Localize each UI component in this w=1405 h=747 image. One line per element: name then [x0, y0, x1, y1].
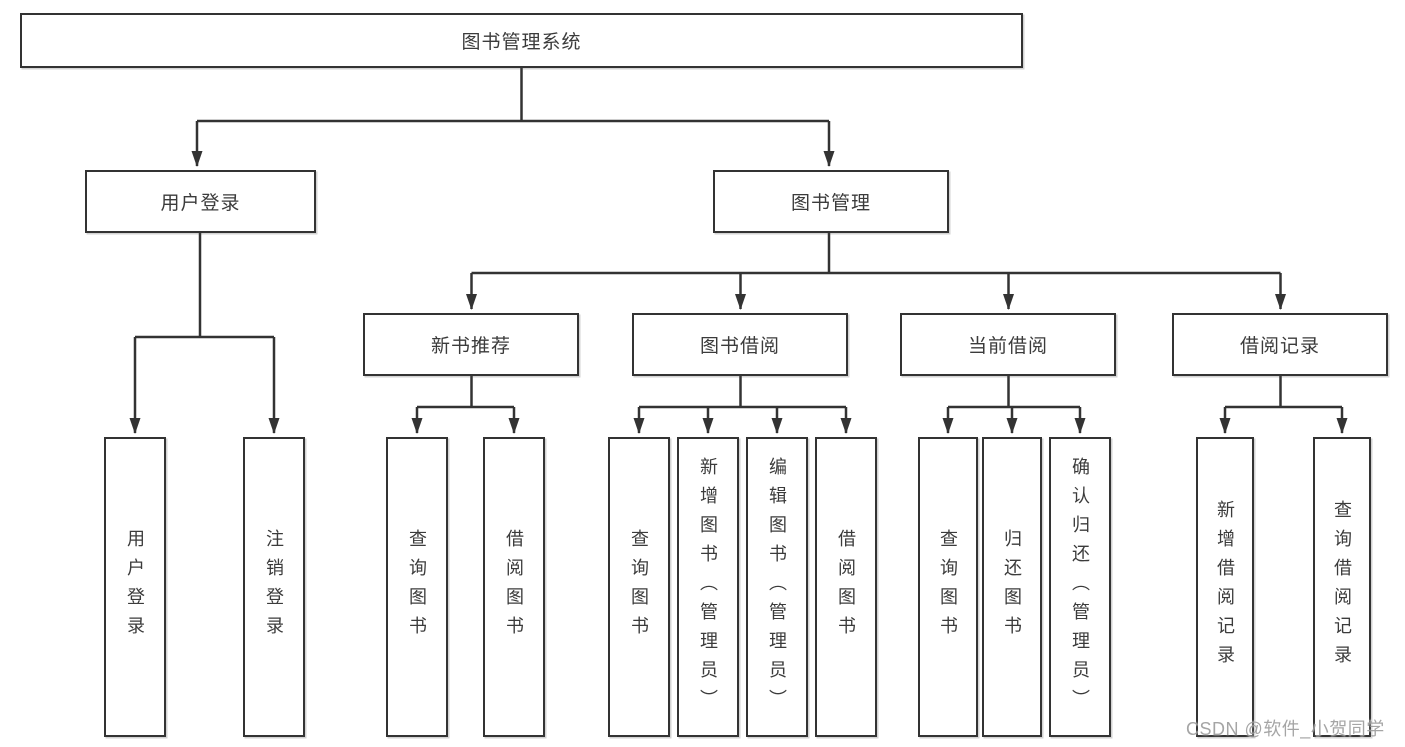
leaf-borrow-books: 借阅图书: [815, 437, 877, 737]
node-root-system: 图书管理系统: [20, 13, 1023, 68]
csdn-watermark: CSDN @软件_小贺同学: [1186, 719, 1385, 739]
node-new-book-recommend: 新书推荐: [363, 313, 579, 376]
leaf-label: 新增图书（管理员）: [698, 456, 718, 718]
leaf-query-borrow-record: 查询借阅记录: [1313, 437, 1371, 737]
leaf-label: 编辑图书（管理员）: [767, 456, 787, 718]
leaf-label: 查询图书: [938, 529, 958, 645]
leaf-query-books-recommend: 查询图书: [386, 437, 448, 737]
leaf-label: 新增借阅记录: [1215, 500, 1235, 674]
leaf-label: 查询图书: [407, 529, 427, 645]
leaf-return-book: 归还图书: [982, 437, 1042, 737]
node-current-borrowing: 当前借阅: [900, 313, 1116, 376]
node-borrow-records: 借阅记录: [1172, 313, 1388, 376]
leaf-add-book-admin: 新增图书（管理员）: [677, 437, 739, 737]
leaf-label: 查询图书: [629, 529, 649, 645]
leaf-label: 借阅图书: [836, 529, 856, 645]
leaf-user-login: 用户登录: [104, 437, 166, 737]
leaf-query-books-current: 查询图书: [918, 437, 978, 737]
node-book-borrowing: 图书借阅: [632, 313, 848, 376]
leaf-add-borrow-record: 新增借阅记录: [1196, 437, 1254, 737]
leaf-borrow-books-recommend: 借阅图书: [483, 437, 545, 737]
leaf-logout: 注销登录: [243, 437, 305, 737]
leaf-label: 查询借阅记录: [1332, 500, 1352, 674]
leaf-label: 用户登录: [125, 529, 145, 645]
leaf-label: 借阅图书: [504, 529, 524, 645]
leaf-label: 归还图书: [1002, 529, 1022, 645]
leaf-edit-book-admin: 编辑图书（管理员）: [746, 437, 808, 737]
node-book-management: 图书管理: [713, 170, 949, 233]
leaf-label: 确认归还（管理员）: [1070, 456, 1090, 718]
node-user-login-branch: 用户登录: [85, 170, 316, 233]
leaf-confirm-return-admin: 确认归还（管理员）: [1049, 437, 1111, 737]
leaf-label: 注销登录: [264, 529, 284, 645]
leaf-query-books-borrowing: 查询图书: [608, 437, 670, 737]
